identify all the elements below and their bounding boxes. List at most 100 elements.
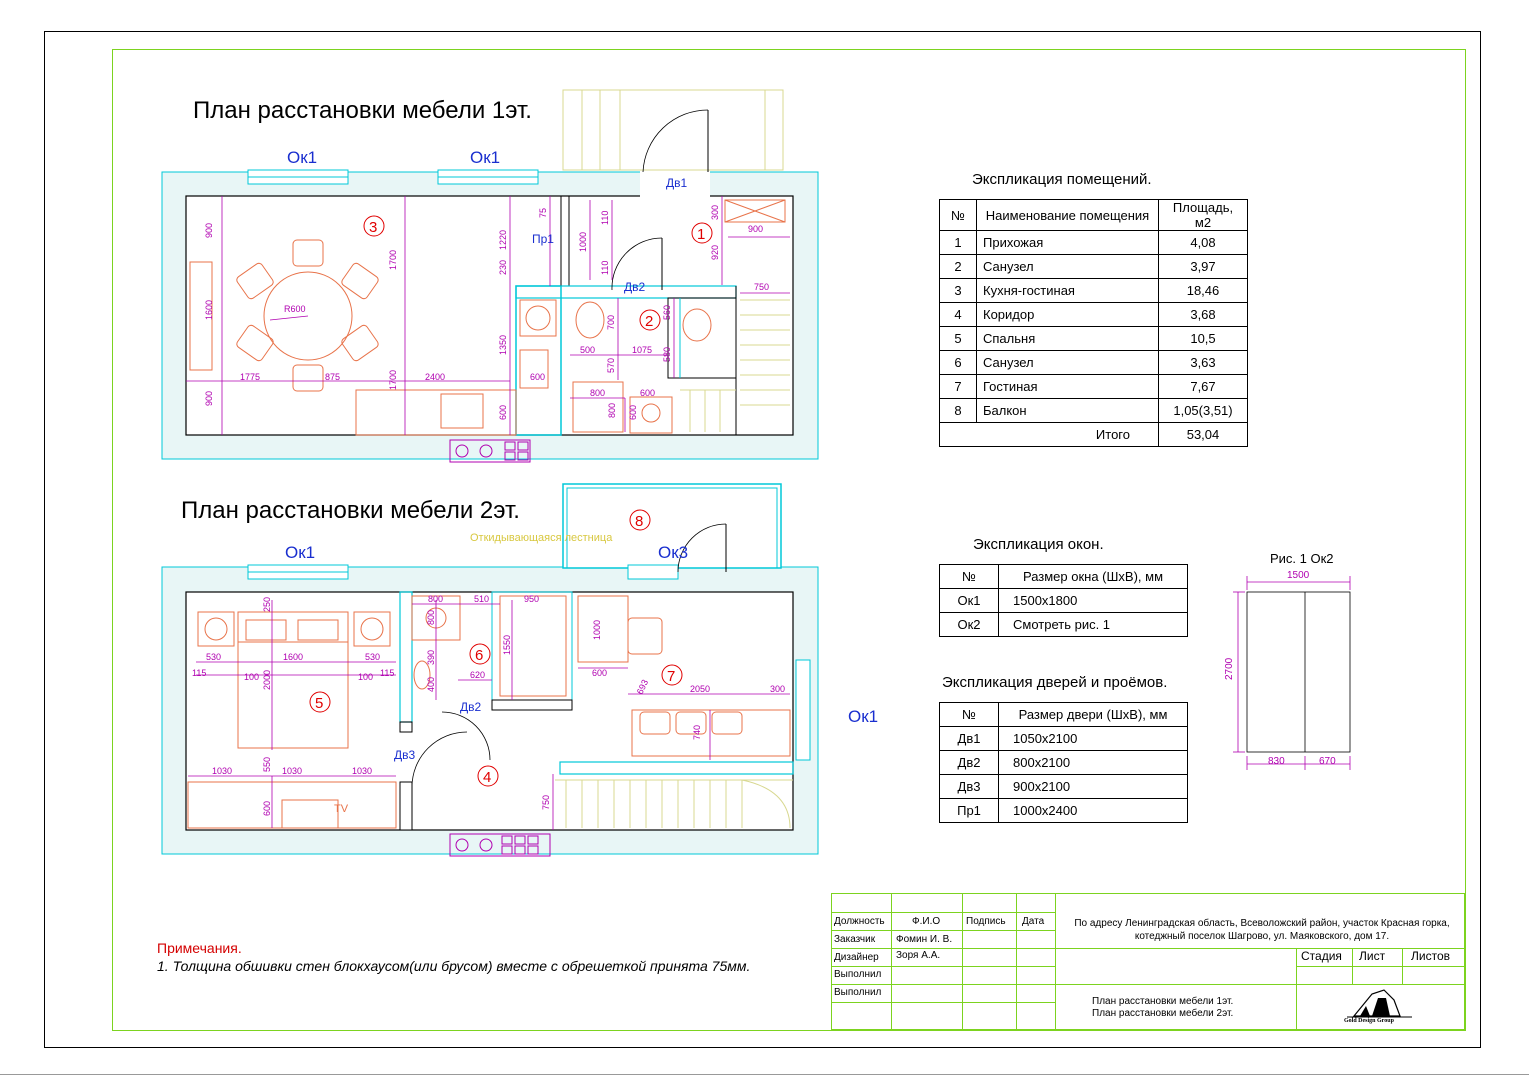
rooms-row-area: 3,63 — [1158, 350, 1248, 375]
floor1-plan-title: План расстановки мебели 1эт. — [193, 97, 532, 124]
svg-text:8: 8 — [635, 513, 643, 530]
svg-text:110: 110 — [600, 211, 610, 225]
stamp-person: Фомин И. В. — [896, 934, 953, 945]
rooms-row-name: Коридор — [976, 302, 1159, 327]
svg-text:950: 950 — [524, 594, 539, 604]
stamp-header-date: Дата — [1022, 916, 1045, 927]
doors-row-size: 800х2100 — [998, 750, 1188, 775]
svg-text:1775: 1775 — [240, 372, 260, 382]
doors-row-size: 1000х2400 — [998, 798, 1188, 823]
windows-row-size: 1500х1800 — [998, 588, 1188, 613]
doors-header-size: Размер двери (ШхВ), мм — [998, 702, 1188, 727]
stamp-role: Выполнил — [834, 969, 882, 980]
svg-text:1000: 1000 — [592, 620, 602, 640]
stamp-role: Выполнил — [834, 987, 882, 998]
svg-text:740: 740 — [692, 725, 702, 740]
svg-text:570: 570 — [606, 358, 616, 373]
stamp-stage-header: Стадия — [1301, 949, 1342, 963]
svg-text:800: 800 — [428, 594, 443, 604]
svg-text:750: 750 — [541, 795, 551, 810]
sheet-outer-frame — [44, 31, 1481, 1048]
svg-text:Пр1: Пр1 — [532, 232, 554, 246]
rooms-row-num: 2 — [939, 254, 977, 279]
svg-text:620: 620 — [470, 670, 485, 680]
figure-right-width: 670 — [1319, 756, 1336, 767]
sheet-inner-frame — [112, 49, 1466, 1031]
rooms-table-title: Экспликация помещений. — [972, 171, 1152, 188]
svg-text:Дв3: Дв3 — [394, 748, 416, 762]
rooms-row-num: 3 — [939, 278, 977, 303]
svg-text:2400: 2400 — [425, 372, 445, 382]
svg-text:530: 530 — [365, 652, 380, 662]
svg-text:Дв2: Дв2 — [624, 280, 646, 294]
notes-title: Примечания. — [157, 940, 242, 956]
svg-text:3: 3 — [369, 219, 377, 236]
svg-text:390: 390 — [426, 650, 436, 665]
svg-text:400: 400 — [426, 677, 436, 692]
doors-table-title: Экспликация дверей и проёмов. — [942, 674, 1168, 691]
logo-text: Gold Design Group — [1344, 1018, 1394, 1024]
rooms-row-num: 1 — [939, 230, 977, 255]
doors-row-num: Дв1 — [939, 726, 999, 751]
page-bottom-line — [0, 1074, 1529, 1075]
rooms-row-name: Кухня-гостиная — [976, 278, 1159, 303]
stamp-address: По адресу Ленинградская область, Всеволо… — [1074, 918, 1450, 942]
svg-text:Ок3: Ок3 — [658, 543, 688, 562]
rooms-row-name: Балкон — [976, 398, 1159, 423]
svg-text:1075: 1075 — [632, 345, 652, 355]
svg-text:Ок1: Ок1 — [287, 148, 317, 167]
svg-text:900: 900 — [204, 223, 214, 238]
svg-text:75: 75 — [538, 208, 548, 218]
svg-text:2050: 2050 — [690, 684, 710, 694]
rooms-header-name: Наименование помещения — [976, 199, 1159, 231]
svg-text:1030: 1030 — [352, 766, 372, 776]
rooms-row-area: 10,5 — [1158, 326, 1248, 351]
doors-row-num: Дв3 — [939, 774, 999, 799]
svg-text:550: 550 — [262, 757, 272, 772]
windows-header-num: № — [939, 564, 999, 589]
svg-text:7: 7 — [667, 668, 675, 685]
rooms-row-num: 5 — [939, 326, 977, 351]
svg-text:700: 700 — [606, 315, 616, 330]
svg-text:Ок1: Ок1 — [470, 148, 500, 167]
svg-text:800: 800 — [607, 403, 617, 418]
svg-text:1220: 1220 — [498, 230, 508, 250]
svg-text:900: 900 — [748, 224, 763, 234]
stamp-sheet-title-2: План расстановки мебели 2эт. — [1092, 1008, 1234, 1019]
rooms-total-label: Итого — [939, 422, 1159, 447]
svg-text:1700: 1700 — [388, 250, 398, 270]
doors-row-num: Дв2 — [939, 750, 999, 775]
title-block: Должность Ф.И.О Подпись Дата Заказчик Фо… — [831, 893, 1466, 1030]
rooms-total-value: 53,04 — [1158, 422, 1248, 447]
rooms-row-num: 7 — [939, 374, 977, 399]
svg-text:1: 1 — [697, 226, 705, 243]
svg-text:800: 800 — [590, 388, 605, 398]
svg-text:115: 115 — [192, 668, 206, 678]
svg-text:1030: 1030 — [212, 766, 232, 776]
svg-text:2000: 2000 — [262, 670, 272, 690]
svg-text:600: 600 — [498, 405, 508, 420]
rooms-row-num: 6 — [939, 350, 977, 375]
stamp-header-position: Должность — [834, 916, 885, 927]
svg-text:920: 920 — [710, 245, 720, 260]
floor2-plan-title: План расстановки мебели 2эт. — [181, 497, 520, 524]
svg-text:110: 110 — [600, 261, 610, 275]
svg-text:875: 875 — [325, 372, 340, 382]
svg-text:1000: 1000 — [578, 232, 588, 252]
rooms-row-name: Прихожая — [976, 230, 1159, 255]
windows-row-num: Ок1 — [939, 588, 999, 613]
svg-text:2: 2 — [645, 313, 653, 330]
svg-text:Дв2: Дв2 — [460, 700, 482, 714]
stamp-person: Зоря А.А. — [896, 950, 941, 961]
svg-text:TV: TV — [334, 803, 349, 815]
figure-title: Рис. 1 Ок2 — [1270, 551, 1334, 566]
svg-text:510: 510 — [474, 594, 489, 604]
stamp-sheet-header: Лист — [1359, 949, 1386, 963]
svg-text:230: 230 — [498, 260, 508, 275]
windows-row-size: Смотреть рис. 1 — [998, 612, 1188, 637]
svg-text:1550: 1550 — [502, 635, 512, 655]
